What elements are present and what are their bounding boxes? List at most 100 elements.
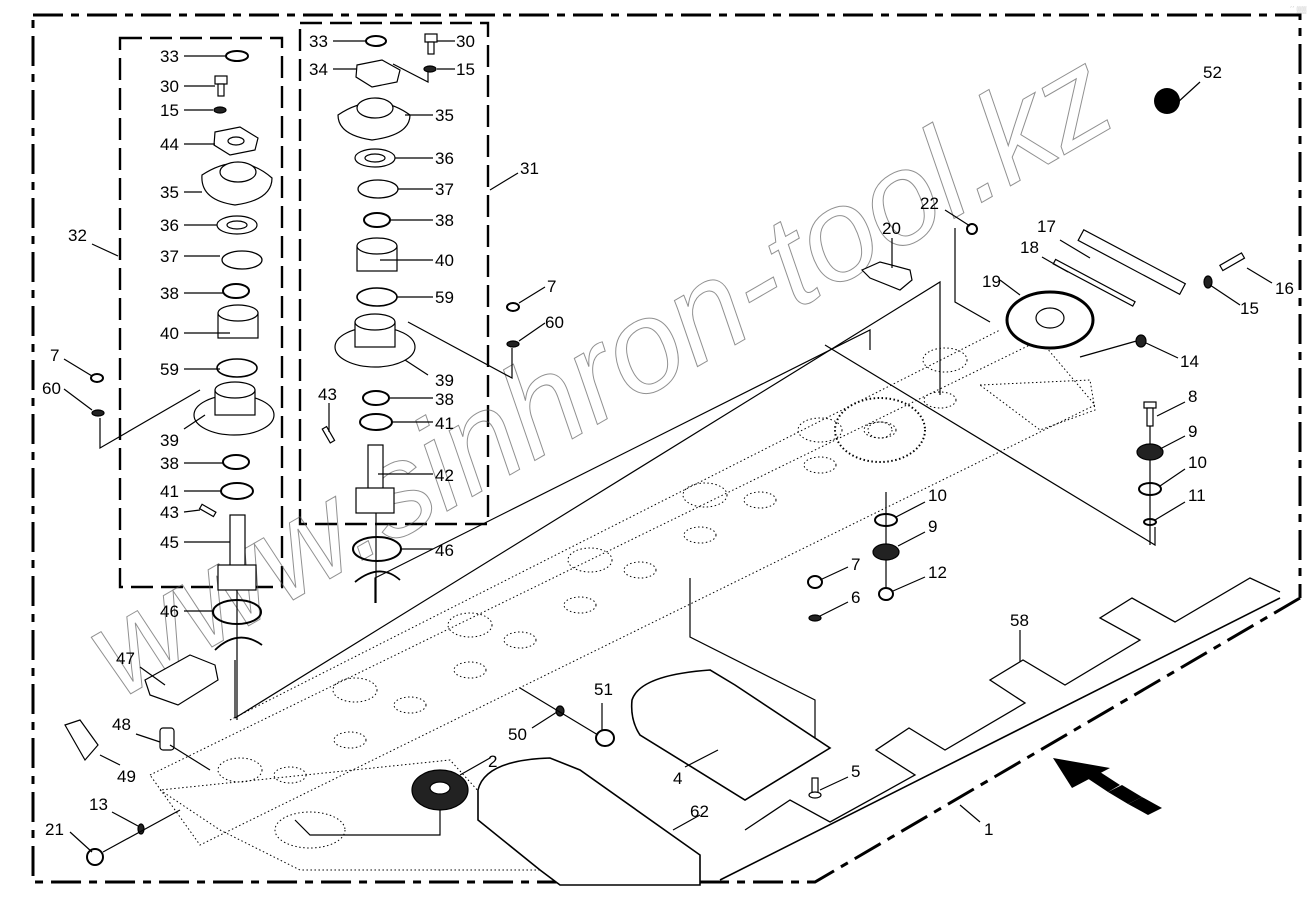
leader-line <box>689 578 816 745</box>
callout-36: 36 <box>435 149 454 168</box>
callout-37: 37 <box>160 247 179 266</box>
callout-50: 50 <box>508 725 527 744</box>
cup-washer-9-right <box>1136 443 1164 461</box>
callout-39: 39 <box>160 431 179 450</box>
callout-9: 9 <box>1188 422 1197 441</box>
callout-38: 38 <box>160 454 179 473</box>
callout-33: 33 <box>309 32 328 51</box>
pinion-2 <box>411 769 469 811</box>
callout-40: 40 <box>160 324 179 343</box>
callout-38: 38 <box>435 211 454 230</box>
leader-line <box>374 329 871 603</box>
leader-line <box>102 809 181 853</box>
leader-line <box>234 280 941 719</box>
callout-9: 9 <box>928 517 937 536</box>
internal-gear <box>834 397 926 463</box>
callout-35: 35 <box>435 106 454 125</box>
leader-line <box>407 321 513 380</box>
callout-7: 7 <box>547 277 556 296</box>
callout-47: 47 <box>116 649 135 668</box>
bolt-16 <box>1219 252 1246 272</box>
plug-21 <box>86 848 104 866</box>
callout-42: 42 <box>435 466 454 485</box>
callout-51: 51 <box>594 680 613 699</box>
assembly-31-box <box>298 21 490 526</box>
callout-46: 46 <box>435 541 454 560</box>
callout-59: 59 <box>435 288 454 307</box>
assembly-32-box <box>118 36 284 589</box>
nut-12 <box>878 587 894 601</box>
cutter-bar-body <box>149 329 1096 871</box>
callout-6: 6 <box>851 588 860 607</box>
callout-48: 48 <box>112 715 131 734</box>
nut-7-right <box>506 302 520 312</box>
shaft-42 <box>355 444 395 514</box>
guard-47 <box>144 654 219 706</box>
plug-51 <box>595 729 615 747</box>
callout-59: 59 <box>160 360 179 379</box>
outer-frame <box>31 13 1302 884</box>
bolt-8 <box>1143 401 1157 427</box>
callout-31: 31 <box>520 159 539 178</box>
callout-45: 45 <box>160 533 179 552</box>
callout-41: 41 <box>160 482 179 501</box>
shaft-45 <box>217 514 257 591</box>
leader-line <box>824 344 1156 547</box>
housing-39-right <box>334 313 416 368</box>
leader-line <box>954 228 991 323</box>
bearing-40-left <box>217 304 259 339</box>
callout-2: 2 <box>488 752 497 771</box>
callout-10: 10 <box>1188 453 1207 472</box>
bearing-40-right <box>356 237 398 272</box>
callout-13: 13 <box>89 795 108 814</box>
callout-60: 60 <box>545 313 564 332</box>
callout-5: 5 <box>851 762 860 781</box>
skid-plate-62 <box>477 757 701 886</box>
callout-38: 38 <box>160 284 179 303</box>
bolt-5 <box>808 777 822 799</box>
bar-17 <box>1077 228 1187 296</box>
callout-16: 16 <box>1275 279 1294 298</box>
nut-7-left <box>90 373 104 383</box>
cup-washer-9-left <box>872 543 900 561</box>
callout-46: 46 <box>160 602 179 621</box>
nut-7-mid <box>807 575 823 589</box>
stud-48 <box>159 727 175 751</box>
callout-7: 7 <box>851 555 860 574</box>
callout-30: 30 <box>160 77 179 96</box>
leader-line <box>294 810 441 836</box>
washer-6 <box>808 614 822 622</box>
washer-60-right <box>506 340 520 348</box>
leader-line <box>169 744 211 771</box>
callout-33: 33 <box>160 47 179 66</box>
callout-41: 41 <box>435 414 454 433</box>
bolt-30-right <box>424 33 438 55</box>
callout-1: 1 <box>984 820 993 839</box>
callout-38: 38 <box>435 390 454 409</box>
gear-19 <box>1005 290 1095 350</box>
leader-line <box>1079 339 1141 358</box>
bolt-30-left <box>214 75 228 97</box>
callout-leaders <box>63 40 1273 853</box>
callout-43: 43 <box>160 503 179 522</box>
callout-18: 18 <box>1020 238 1039 257</box>
nut-22 <box>966 223 978 235</box>
nut-14 <box>1135 334 1147 348</box>
callout-39: 39 <box>435 371 454 390</box>
callout-32: 32 <box>68 226 87 245</box>
callout-40: 40 <box>435 251 454 270</box>
strip-18 <box>1052 258 1136 307</box>
callout-34: 34 <box>309 60 328 79</box>
callout-43: 43 <box>318 385 337 404</box>
callout-62: 62 <box>690 802 709 821</box>
leader-line <box>519 687 599 736</box>
corner-mark: ´´ ▒▒ <box>1290 6 1307 14</box>
callout-15: 15 <box>1240 299 1259 318</box>
callout-30: 30 <box>456 32 475 51</box>
housing-39-left <box>193 381 275 436</box>
callout-10: 10 <box>928 486 947 505</box>
callout-49: 49 <box>117 767 136 786</box>
callout-15: 15 <box>456 60 475 79</box>
assembly-31 <box>321 33 438 603</box>
callout-4: 4 <box>673 769 682 788</box>
